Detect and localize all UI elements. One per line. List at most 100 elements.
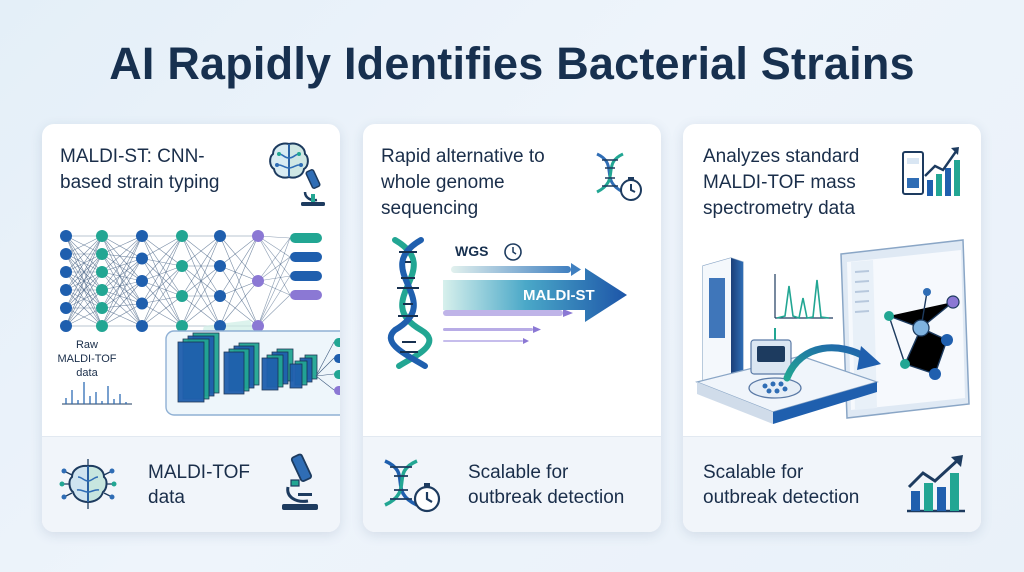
- nn-node: [60, 230, 72, 242]
- card-rapid-alternative: Rapid alternative to whole genome sequen…: [363, 124, 661, 532]
- card-footer-line: outbreak detection: [703, 487, 860, 508]
- dna-speed-illustration: [385, 237, 635, 369]
- nn-connection: [141, 280, 183, 327]
- card-analyzes-maldi-tof: Analyzes standard MALDI-TOF mass spectro…: [683, 124, 981, 532]
- nn-connection: [315, 373, 335, 377]
- nn-node: [60, 302, 72, 314]
- nn-connection: [257, 235, 291, 277]
- nn-connection: [141, 258, 183, 327]
- cnn-layer: [177, 341, 205, 403]
- nn-connection: [141, 235, 183, 267]
- nn-connection: [219, 265, 259, 327]
- nn-connection: [257, 235, 291, 296]
- nn-connection: [181, 295, 221, 327]
- nn-connection: [101, 235, 143, 282]
- nn-connection: [101, 303, 143, 309]
- nn-node: [136, 320, 148, 332]
- nn-connection: [65, 271, 103, 327]
- nn-node: [176, 290, 188, 302]
- cnn-output-pill: [334, 386, 340, 395]
- nn-connection: [101, 280, 143, 327]
- microscope-icon: [297, 168, 329, 208]
- nn-node: [60, 284, 72, 296]
- speed-line: [443, 310, 563, 316]
- card-heading-line: MALDI-ST: CNN-: [60, 146, 205, 167]
- page-title: AI Rapidly Identifies Bacterial Strains: [109, 38, 915, 89]
- maldi-st-label: MALDI-ST: [523, 287, 595, 304]
- nn-connection: [181, 235, 221, 297]
- nn-node: [136, 297, 148, 310]
- nn-connection: [141, 235, 183, 304]
- nn-connection: [181, 235, 221, 327]
- card-heading-line: whole genome: [381, 172, 505, 193]
- nn-connection: [65, 235, 103, 291]
- nn-connection: [101, 258, 143, 327]
- spectrum-sparkline: [62, 374, 132, 406]
- nn-connection: [141, 265, 183, 327]
- nn-connection: [101, 258, 143, 309]
- nn-node: [136, 252, 148, 265]
- nn-connection: [219, 235, 259, 282]
- card-footer-line: Scalable for: [703, 462, 804, 483]
- nn-node: [252, 230, 264, 242]
- nn-connection: [257, 256, 291, 327]
- nn-connection: [141, 235, 183, 327]
- mass-spectrometer-illustration: [691, 232, 976, 432]
- nn-output-pill: [290, 290, 322, 300]
- nn-node: [214, 320, 226, 332]
- wgs-label: WGS: [455, 243, 489, 259]
- card-footer-text: Scalable for outbreak detection: [468, 460, 624, 510]
- nn-node: [214, 230, 226, 242]
- nn-connection: [257, 275, 291, 327]
- card-footer: Scalable for outbreak detection: [683, 436, 981, 532]
- nn-connection: [141, 295, 183, 327]
- nn-connection: [257, 294, 291, 327]
- card-heading-line: based strain typing: [60, 172, 220, 193]
- card-heading: Rapid alternative to whole genome sequen…: [381, 144, 545, 222]
- card-heading-line: Rapid alternative to: [381, 146, 545, 167]
- dna-stopwatch-icon: [379, 455, 443, 515]
- card-heading-line: sequencing: [381, 198, 479, 219]
- nn-connection: [101, 271, 143, 282]
- nn-node: [214, 260, 226, 272]
- growth-chart-icon: [901, 142, 963, 200]
- nn-connection: [101, 258, 143, 273]
- nn-node: [96, 230, 108, 242]
- nn-connection: [219, 235, 259, 327]
- nn-connection: [65, 253, 103, 327]
- nn-connection: [141, 265, 183, 304]
- maldi-st-arrow: [443, 268, 627, 322]
- nn-connection: [101, 235, 143, 259]
- cnn-output-pill: [334, 354, 340, 363]
- card-cnn-strain-typing: MALDI-ST: CNN- based strain typing Raw M…: [42, 124, 340, 532]
- nn-node: [60, 248, 72, 260]
- nn-connection: [101, 280, 143, 291]
- nn-connection: [101, 253, 143, 282]
- brain-network-icon: [58, 457, 118, 511]
- nn-connection: [101, 235, 143, 273]
- card-footer: MALDI-TOF data: [42, 436, 340, 532]
- card-footer-text: Scalable for outbreak detection: [703, 460, 859, 510]
- nn-connection: [101, 303, 143, 327]
- nn-connection: [315, 341, 335, 377]
- cnn-output-pill: [334, 370, 340, 379]
- cnn-output-pill: [334, 338, 340, 347]
- nn-output-pill: [290, 252, 322, 262]
- nn-connection: [315, 375, 335, 391]
- nn-connection: [65, 235, 103, 327]
- nn-connection: [101, 307, 143, 327]
- nn-connection: [101, 235, 143, 309]
- card-heading-line: Analyzes standard: [703, 146, 860, 167]
- card-footer-line: MALDI-TOF: [148, 462, 251, 483]
- nn-connection: [101, 235, 143, 304]
- nn-connection: [65, 289, 103, 327]
- nn-connection: [141, 235, 183, 297]
- nn-node: [176, 320, 188, 332]
- nn-node: [136, 230, 148, 242]
- nn-connection: [257, 237, 291, 327]
- cnn-layer: [261, 357, 279, 391]
- nn-connection: [65, 235, 103, 309]
- card-heading: MALDI-ST: CNN- based strain typing: [60, 144, 220, 196]
- nn-connection: [65, 235, 103, 255]
- nn-connection: [141, 235, 183, 259]
